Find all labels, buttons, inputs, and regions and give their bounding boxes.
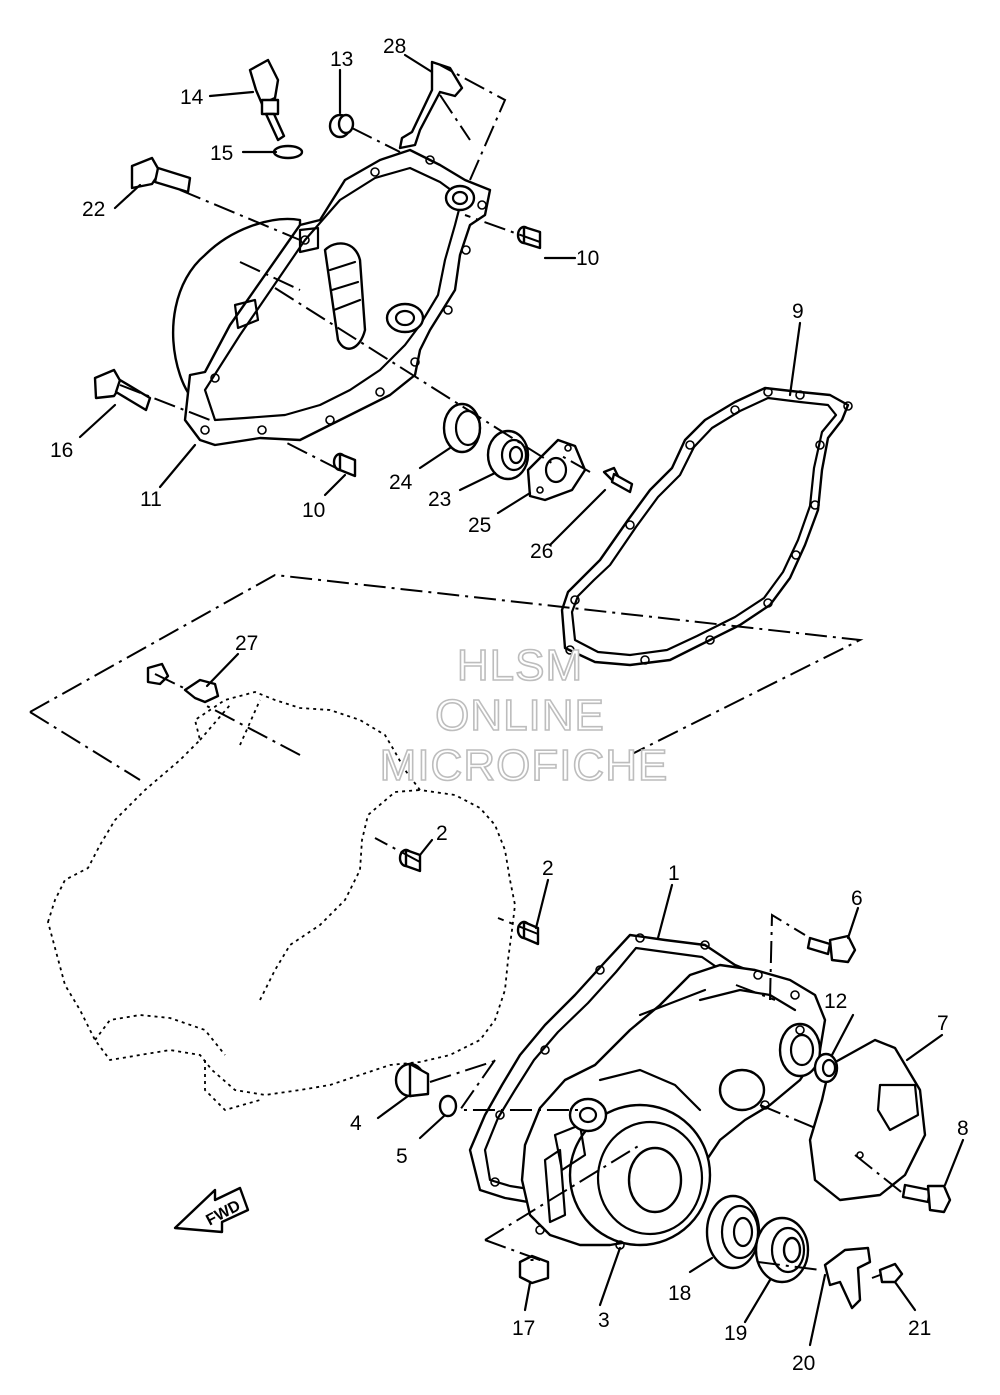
screw-21 <box>878 1262 904 1284</box>
callout-8: 8 <box>957 1117 969 1140</box>
alignment-lines <box>29 64 906 1279</box>
engine-outline <box>47 691 516 1096</box>
callout-28: 28 <box>383 35 406 58</box>
callout-17: 17 <box>512 1317 535 1340</box>
bracket <box>398 60 464 150</box>
callout-9: 9 <box>792 300 804 323</box>
bolt-17 <box>518 1254 550 1285</box>
crankcase-cover-outer <box>171 148 492 447</box>
callout-24: 24 <box>389 471 413 494</box>
callout-15: 15 <box>210 142 233 165</box>
callout-5: 5 <box>396 1145 408 1168</box>
oil-seal-12 <box>813 1052 839 1084</box>
leader-lines <box>78 53 965 1347</box>
gasket-outer <box>560 386 850 667</box>
callout-1: 1 <box>668 862 680 885</box>
callout-10-lower: 10 <box>302 499 325 522</box>
callout-4: 4 <box>350 1112 362 1135</box>
callout-21: 21 <box>908 1317 931 1340</box>
oil-level-gauge <box>248 58 286 142</box>
crankcase-cover-inner <box>468 933 827 1250</box>
dowel-pin-lower <box>332 452 357 478</box>
bolt-8 <box>901 1183 952 1214</box>
watermark-line2: ONLINE <box>435 691 605 740</box>
callout-13: 13 <box>330 48 353 71</box>
plate-25 <box>526 438 587 502</box>
callout-20: 20 <box>792 1352 815 1375</box>
forward-direction-arrow <box>173 1186 250 1234</box>
bolt-22 <box>130 156 192 194</box>
callout-2-right: 2 <box>542 857 554 880</box>
watermark-line3: MICROFICHE <box>380 741 669 790</box>
callout-2-left: 2 <box>436 822 448 845</box>
clamp-27 <box>146 662 220 704</box>
o-ring <box>272 144 304 160</box>
bolt-16 <box>93 368 152 412</box>
watermark: HLSM ONLINE MICROFICHE <box>379 640 669 791</box>
dowel-pin-upper <box>516 225 542 250</box>
callout-11: 11 <box>140 488 162 511</box>
callout-27: 27 <box>235 632 258 655</box>
callout-10-upper: 10 <box>576 247 599 270</box>
callout-22: 22 <box>82 198 105 221</box>
callout-25: 25 <box>468 514 491 537</box>
callout-16: 16 <box>50 439 73 462</box>
callout-7: 7 <box>937 1012 949 1035</box>
watermark-line1: HLSM <box>457 641 583 690</box>
oil-seal-19 <box>754 1216 810 1284</box>
callout-12: 12 <box>824 990 847 1013</box>
callout-19: 19 <box>724 1322 747 1345</box>
callout-3: 3 <box>598 1309 610 1332</box>
callout-26: 26 <box>530 540 553 563</box>
callout-6: 6 <box>851 887 863 910</box>
bolt-6 <box>806 934 857 964</box>
callout-14: 14 <box>180 86 204 109</box>
plug-4 <box>394 1062 430 1098</box>
retainer-20 <box>823 1246 872 1310</box>
screw-26 <box>602 466 634 494</box>
collar <box>328 113 355 139</box>
o-ring-5 <box>438 1094 458 1118</box>
bearing-18 <box>705 1194 761 1270</box>
bearing-23 <box>486 429 530 481</box>
callout-23: 23 <box>428 488 451 511</box>
callout-18: 18 <box>668 1282 691 1305</box>
oil-seal-24 <box>442 402 482 454</box>
callout-labels: 14 15 22 13 28 10 9 16 11 10 24 23 25 26… <box>50 35 969 1375</box>
